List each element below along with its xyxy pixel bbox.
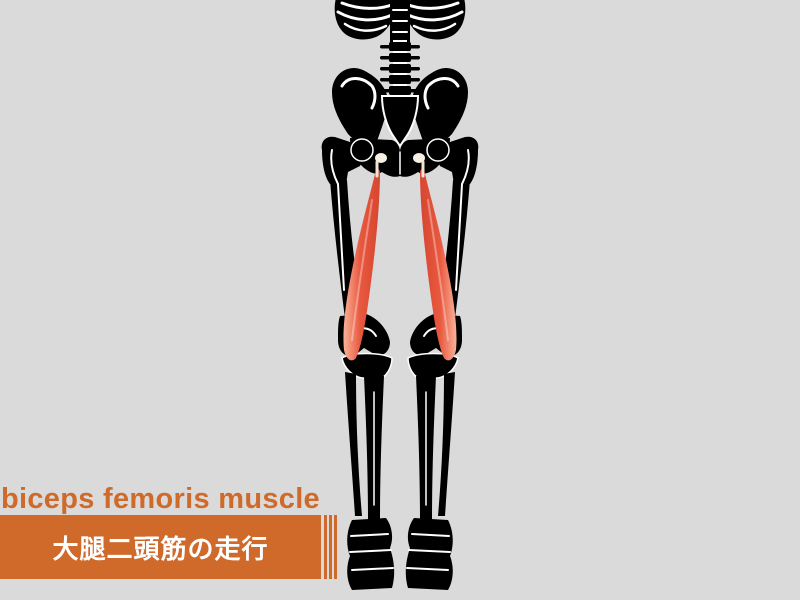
rib-gap — [412, 22, 457, 32]
left-femoral-head — [350, 138, 374, 162]
transverse-process — [380, 78, 420, 82]
banner-stripe — [329, 515, 332, 579]
left-biceps-femoris-belly — [343, 168, 380, 361]
rib-gap — [343, 22, 388, 32]
obturator-foramen — [375, 153, 387, 163]
femur-highlight — [455, 149, 470, 291]
lumbar-vertebra — [380, 53, 420, 62]
caption-english: biceps femoris muscle — [1, 483, 320, 515]
femur-highlight — [330, 149, 345, 291]
left-leg-bones — [321, 136, 395, 590]
right-biceps-femoris-belly — [420, 168, 457, 361]
right-foot — [405, 518, 453, 590]
lumbar-vertebra — [380, 64, 420, 73]
banner-stripe — [324, 515, 327, 579]
spine — [380, 0, 420, 98]
muscle-fiber-highlight — [351, 199, 373, 341]
transverse-process — [380, 89, 420, 93]
transverse-process — [380, 56, 420, 60]
foot-bone-gap — [349, 533, 394, 571]
obturator-foramen — [413, 153, 425, 163]
left-tibia-head — [341, 352, 393, 379]
lumbar-vertebra — [380, 86, 420, 95]
right-tibia-head — [407, 352, 459, 379]
caption-banner: 大腿二頭筋の走行 — [0, 515, 321, 579]
left-biceps-femoris — [343, 160, 380, 361]
vertebra-gap — [392, 9, 408, 33]
transverse-process — [380, 67, 420, 71]
banner-stripe — [334, 515, 337, 579]
left-fibula — [345, 372, 362, 516]
iliac-crest-highlight — [340, 77, 377, 110]
right-femoral-head — [426, 138, 450, 162]
left-foot — [347, 518, 395, 590]
caption-japanese: 大腿二頭筋の走行 — [52, 534, 269, 565]
iliac-crest-highlight — [423, 77, 460, 110]
left-hip-bone — [332, 68, 400, 177]
muscle-fiber-highlight — [427, 199, 449, 341]
foot-bone-gap — [406, 533, 451, 571]
sacrum — [380, 95, 420, 148]
right-biceps-femoris — [420, 160, 457, 361]
lumbar-vertebra — [380, 75, 420, 84]
rib-gap — [406, 10, 464, 22]
left-ribs — [334, 0, 398, 40]
transverse-process — [380, 45, 420, 49]
right-ribs — [402, 0, 466, 40]
right-fibula — [438, 372, 455, 516]
lumbar-vertebra — [380, 42, 420, 51]
rib-gap — [336, 10, 394, 22]
